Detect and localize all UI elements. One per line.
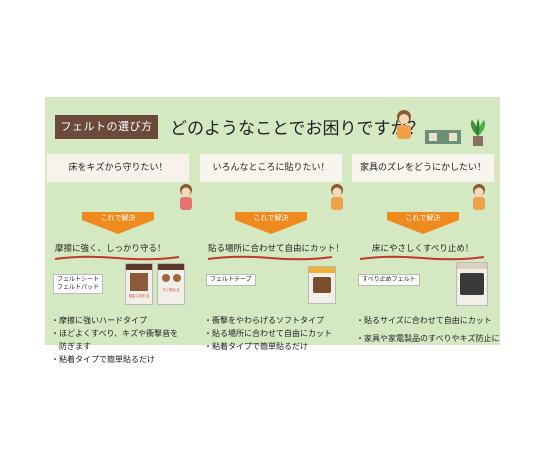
feature-item: ・衝撃をやわらげるソフトタイプ [204, 316, 324, 325]
arrow-down-icon [387, 212, 459, 234]
product-name-label: すべり止めフェルト [358, 274, 420, 286]
arrow-label: これで解決 [253, 214, 289, 222]
column-body: これで解決 貼る場所に合わせて自由にカット！ フェルトテープ ・衝撃をやわらげる… [200, 182, 345, 351]
brush-underline-icon [54, 255, 180, 261]
headline: どのようなことでお困りですか？ [170, 119, 425, 139]
column-body: これで解決 床にやさしくすべり止め！ すべり止めフェルト ・貼るサイズに合わせて… [352, 182, 500, 345]
product-name-label: フェルトテープ [206, 274, 256, 286]
product-package-anti-slip [456, 262, 488, 306]
woman-illustration-icon [473, 184, 485, 210]
section-tag: フェルトの選び方 [55, 115, 158, 139]
woman-illustration-icon [180, 184, 192, 210]
feature-list: ・摩擦に強いハードタイプ ・ほどよくすべり、キズや衝撃音を 防ぎます ・粘着タイ… [51, 314, 191, 366]
feature-list: ・貼るサイズに合わせて自由にカット ・家具や家電製品のすべりやキズ防止に [356, 314, 500, 345]
column-anti-slip: 家具のズレをどうにかしたい！ これで解決 床にやさしくすべり止め！ すべり止めフ… [352, 154, 500, 345]
brush-underline-icon [359, 255, 485, 261]
solution-text: 摩擦に強く、しっかり守る！ [55, 244, 166, 254]
solution-text: 床にやさしくすべり止め！ [372, 244, 474, 254]
product-package-pad: すぐ貼れる [157, 263, 185, 305]
arrow-label: これで解決 [405, 214, 441, 222]
feature-item: ・粘着タイプで簡単貼るだけ [51, 355, 155, 364]
furniture-icon [425, 130, 461, 144]
arrow-down-icon [235, 212, 307, 234]
column-body: これで解決 摩擦に強く、しっかり守る！ フェルトシート フェルトパッド 自由に切… [47, 182, 189, 364]
column-floor-protection: 床をキズから守りたい！ これで解決 摩擦に強く、しっかり守る！ フェルトシート … [47, 154, 189, 364]
feature-item: ・粘着タイプで簡単貼るだけ [204, 342, 308, 351]
feature-item: ・貼る場所に合わせて自由にカット [204, 329, 332, 338]
problem-header: 床をキズから守りたい！ [47, 154, 189, 182]
product-package-sheet: 自由に切れる [125, 263, 153, 305]
product-name-label: フェルトシート フェルトパッド [53, 274, 104, 294]
arrow-label: これで解決 [100, 214, 136, 222]
product-package-tape [308, 266, 336, 304]
arrow-down-icon [82, 212, 154, 234]
plant-icon [470, 118, 486, 146]
feature-item: ・貼るサイズに合わせて自由にカット [356, 316, 492, 325]
woman-illustration-icon [331, 184, 343, 210]
problem-header: 家具のズレをどうにかしたい！ [352, 154, 494, 182]
feature-item: 防ぎます [51, 342, 91, 351]
feature-item: ・家具や家電製品のすべりやキズ防止に [356, 334, 500, 343]
feature-item: ・ほどよくすべり、キズや衝撃音を [51, 329, 179, 338]
feature-list: ・衝撃をやわらげるソフトタイプ ・貼る場所に合わせて自由にカット ・粘着タイプで… [204, 314, 344, 353]
column-free-cut: いろんなところに貼りたい！ これで解決 貼る場所に合わせて自由にカット！ フェル… [200, 154, 345, 351]
problem-header: いろんなところに貼りたい！ [200, 154, 342, 182]
solution-text: 貼る場所に合わせて自由にカット！ [208, 244, 345, 254]
feature-item: ・摩擦に強いハードタイプ [51, 316, 147, 325]
woman-illustration-icon [397, 110, 411, 139]
brush-underline-icon [207, 255, 333, 261]
